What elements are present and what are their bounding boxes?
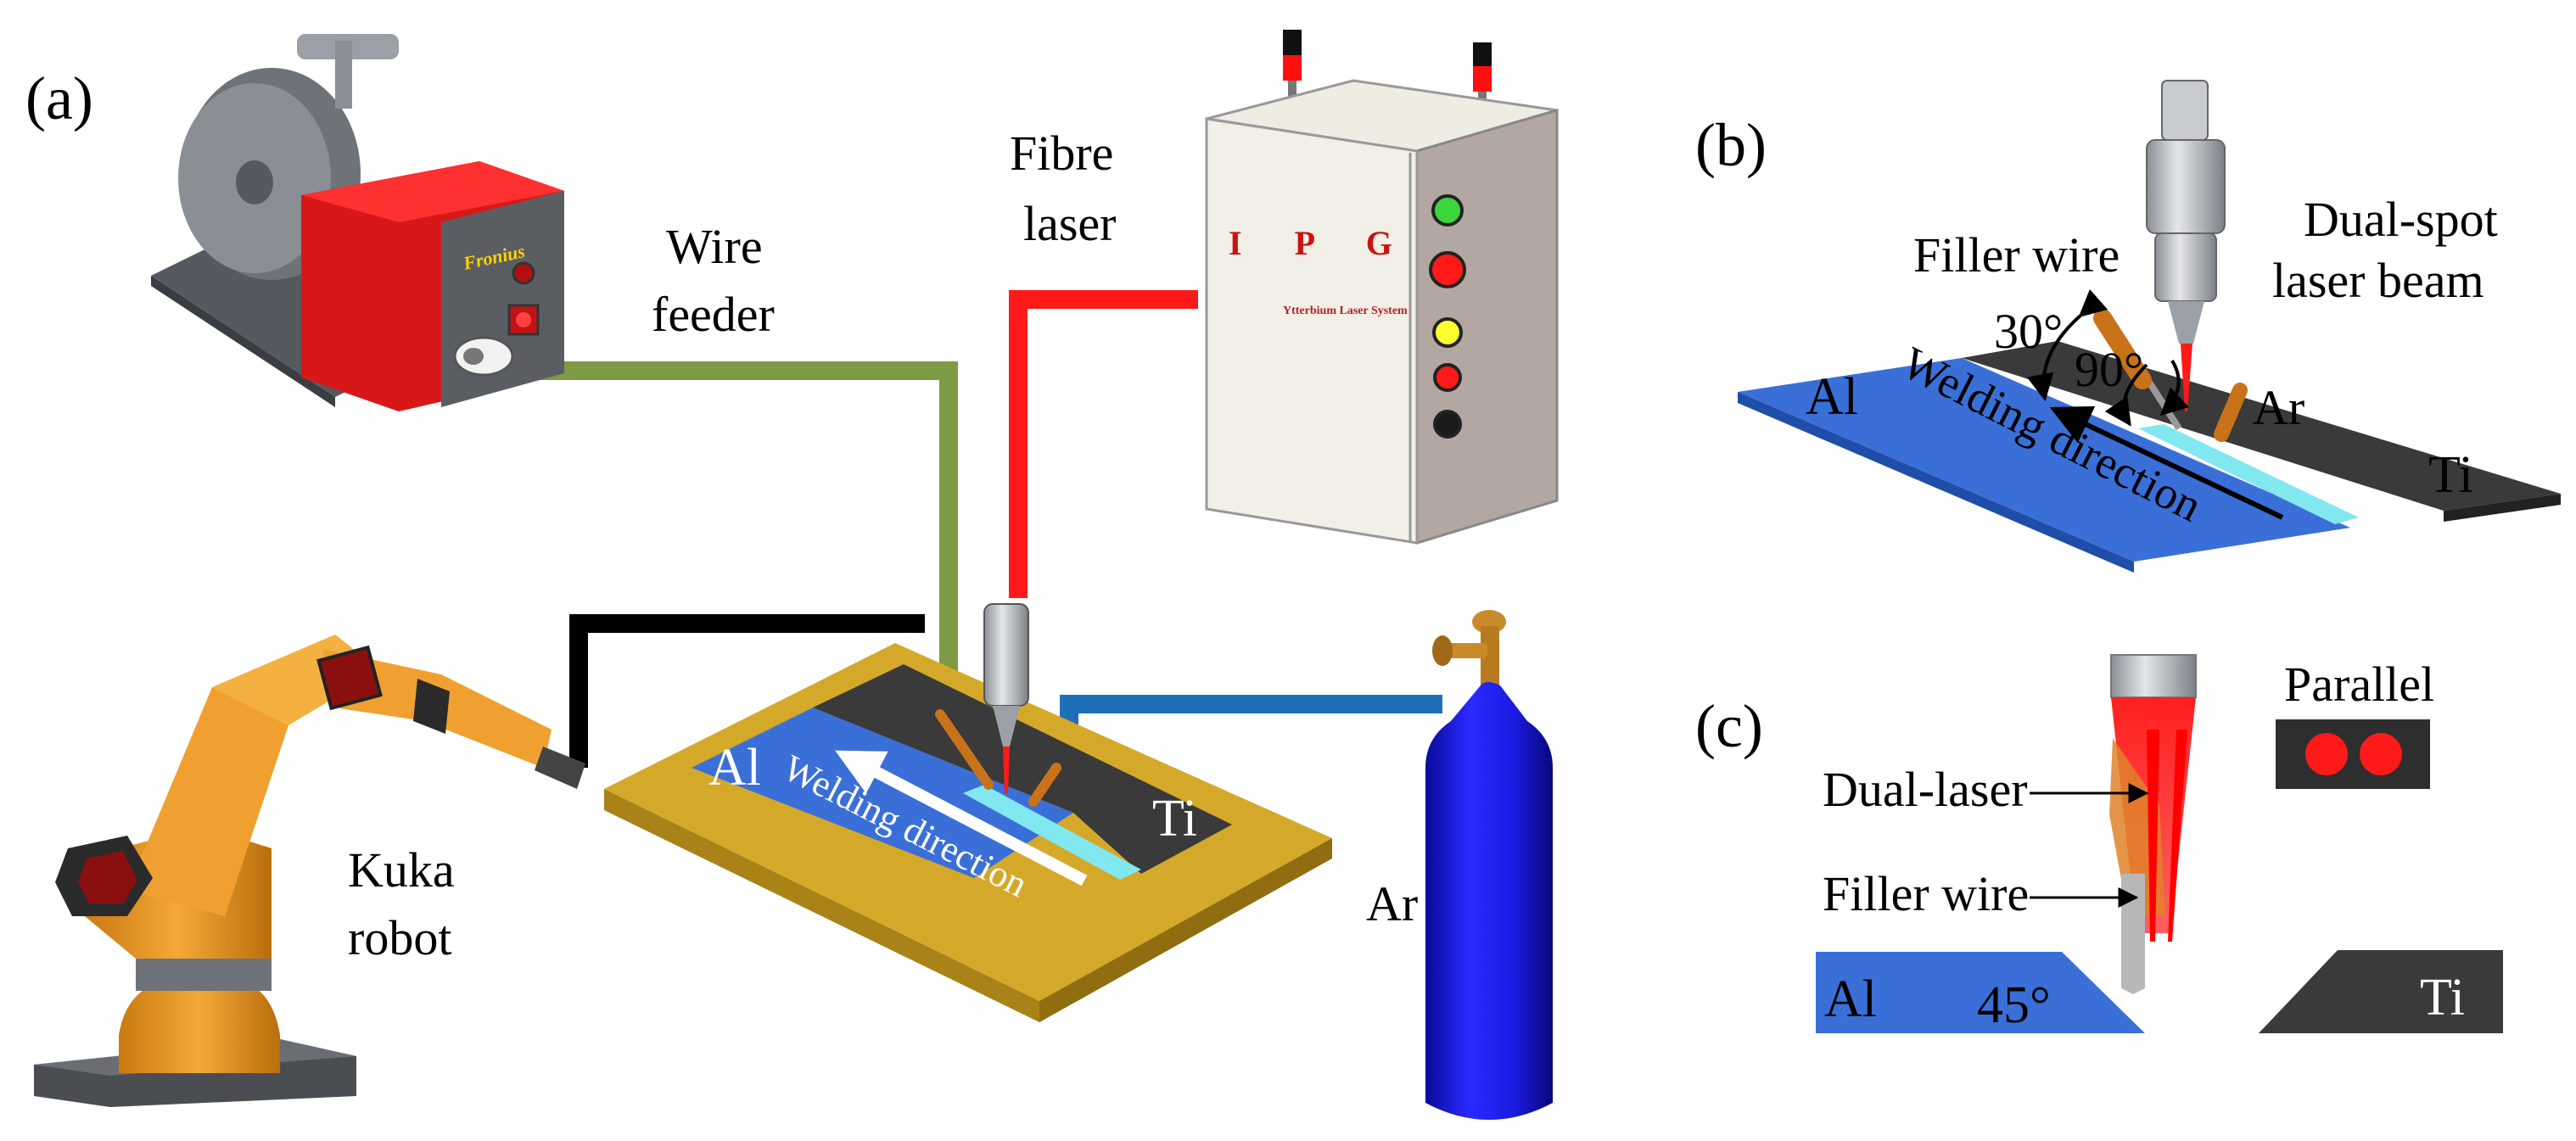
fibre-laser-label-line1: Fibre [1010,126,1113,181]
robot-control-line [569,614,925,768]
argon-cylinder [1425,610,1553,1120]
al-label-a: Al [708,739,761,797]
angle-45-label: 45° [1977,976,2051,1034]
wire-feeder-label-line2: feeder [652,287,775,342]
al-label-c: Al [1824,970,1877,1028]
ti-label-b: Ti [2428,446,2473,504]
angle-90-label: 90° [2075,342,2143,397]
panel-label-a: (a) [25,64,93,132]
dual-spot-label-line2: laser beam [2272,253,2484,308]
fibre-laser-label-line2: laser [1023,196,1117,251]
dual-spot-label-line1: Dual-spot [2304,192,2498,247]
parallel-label: Parallel [2284,657,2434,712]
argon-label-a: Ar [1366,876,1418,931]
filler-wire-label-b: Filler wire [1913,227,2120,282]
kuka-robot-label-line1: Kuka [348,842,455,898]
fibre-laser-line [1009,290,1198,598]
panel-b-weld-schematic: Al Ti Welding direction [1738,80,2561,573]
wire-feeder-label-line1: Wire [666,219,763,274]
fibre-laser-cabinet: I P G Ytterbium Laser System [1205,30,1559,545]
kuka-robot [34,635,585,1107]
argon-gas-line [1060,695,1442,751]
panel-c-cross-section [1816,654,2503,1033]
kuka-robot-label-line2: robot [348,910,451,965]
dual-laser-label: Dual-laser [1823,762,2028,817]
ti-label-a: Ti [1152,790,1197,847]
welding-direction-arrow-a [835,750,1088,887]
workpiece-fixture: Al Welding direction Ti [604,603,1332,1022]
argon-label-b: Ar [2253,380,2304,435]
laser-brand-label: I P G [1229,224,1414,262]
panel-label-c: (c) [1695,692,1763,760]
filler-wire-label-c: Filler wire [1823,866,2029,921]
wire-feeder-machine: Fronius [151,34,564,411]
wire-feed-line [505,361,958,691]
al-label-b: Al [1806,368,1858,426]
laser-system-label: Ytterbium Laser System [1283,305,1408,317]
ti-label-c: Ti [2420,969,2465,1026]
welding-direction-arrow-b [2049,406,2284,520]
angle-30-label: 30° [1994,304,2063,359]
panel-label-b: (b) [1695,111,1767,179]
